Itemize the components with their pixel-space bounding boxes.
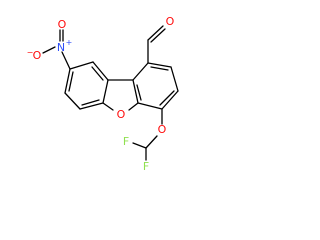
bond [92, 61, 109, 81]
nitro-oxygen-double-label: O [58, 18, 67, 31]
bond [170, 66, 179, 92]
bond [150, 28, 166, 43]
ether-oxygen-label: O [158, 123, 167, 136]
bond [42, 46, 56, 54]
bond-double-inner [150, 66, 169, 71]
bond [79, 102, 104, 110]
bond [102, 79, 109, 104]
bond-double-inner [91, 66, 104, 81]
fluorine-label-2: F [143, 160, 149, 173]
bond [145, 135, 158, 149]
bond-double-inner [68, 71, 74, 92]
bond-lines [42, 25, 179, 161]
bond [147, 62, 172, 68]
bond [128, 102, 139, 111]
atom-labels: N + O − O O O O F F [27, 15, 175, 173]
bond [132, 79, 139, 104]
bond [64, 68, 71, 94]
bond [132, 62, 149, 81]
nitro-nitrogen-label: N [57, 41, 65, 54]
bond [147, 25, 164, 41]
bond [61, 51, 71, 70]
bond [137, 102, 163, 110]
bond [132, 142, 147, 149]
furan-oxygen-label: O [117, 108, 126, 121]
bond-double-inner [81, 99, 100, 106]
bond-double-inner [159, 90, 175, 106]
nitro-oxygen-single-label: O [33, 49, 42, 62]
bond [161, 90, 179, 110]
bond [102, 102, 114, 111]
nitro-nitrogen-charge: + [66, 38, 73, 47]
aldehyde-oxygen-label: O [166, 15, 175, 28]
bond [64, 92, 81, 110]
fluorine-label-1: F [123, 135, 129, 148]
molecule-structure-diagram: N + O − O O O O F F [27, 15, 179, 173]
bond [69, 61, 94, 70]
nitro-oxygen-charge: − [27, 48, 34, 57]
bond-double-inner [136, 84, 142, 101]
